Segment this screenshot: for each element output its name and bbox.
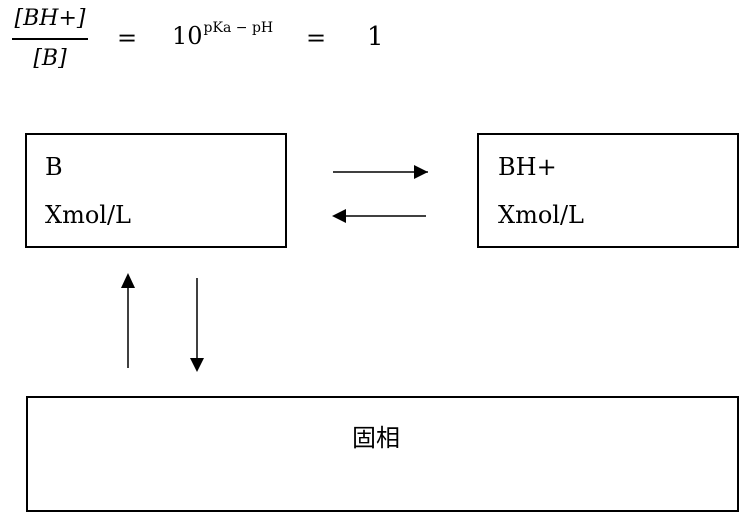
fraction-denominator: [B] [33,46,67,71]
arrowhead-down [190,358,204,372]
equation-result: 1 [367,22,384,52]
solid-phase-label: 固相 [352,424,400,452]
equilibrium-equation: [BH+] [B] = 10pKa − pH = 1 [0,0,420,90]
fraction-numerator: [BH+] [14,6,86,31]
box-bh-concentration: Xmol/L [498,201,584,229]
equals-sign-1: = [117,24,138,52]
box-solid-phase: 固相 [26,396,739,512]
arrowhead-left [332,209,346,223]
box-bh-species-label: BH+ [498,153,557,181]
box-bh-species: BH+ Xmol/L [477,133,739,248]
power-base: 10 [172,22,203,50]
box-b-species-label: B [45,153,63,181]
fraction-bar [12,38,88,40]
power-expression: 10pKa − pH [172,20,274,50]
box-b-species: B Xmol/L [25,133,287,248]
arrowhead-right [414,165,428,179]
power-exponent: pKa − pH [203,20,274,36]
box-b-concentration: Xmol/L [45,201,131,229]
arrowhead-up [121,273,135,288]
equals-sign-2: = [306,24,327,52]
